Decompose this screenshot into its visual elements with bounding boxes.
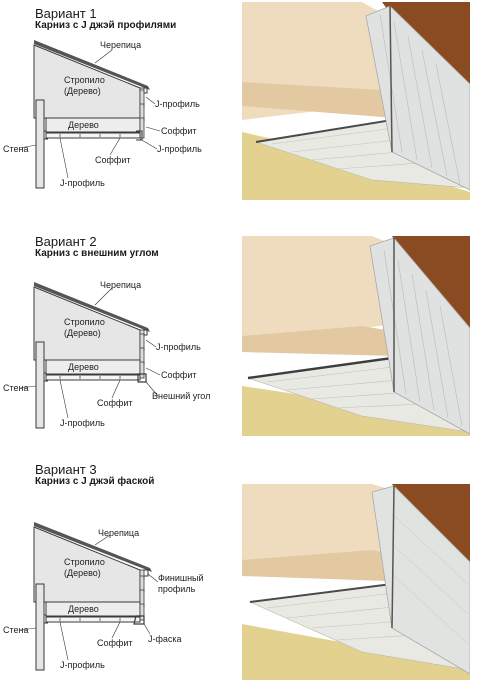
soffit-vertical xyxy=(140,89,145,121)
variant-subtitle: Карниз с внешним углом xyxy=(35,248,159,259)
j-profile-left xyxy=(43,614,48,624)
eave-photo xyxy=(242,236,470,436)
eave-diagram: Черепица Стропило (Дерево) Дерево Стена … xyxy=(3,280,210,429)
label-wall: Стена xyxy=(3,383,29,393)
soffit-panel xyxy=(45,132,141,139)
soffit-panel xyxy=(45,616,141,623)
label-soffit-right: Соффит xyxy=(161,370,196,380)
label-j-profile-right: J-профиль xyxy=(156,342,201,352)
label-j-profile-lower: J-профиль xyxy=(157,144,202,154)
soffit-vertical xyxy=(140,333,145,365)
wall xyxy=(35,341,45,429)
j-profile-corner xyxy=(136,130,143,141)
label-wall: Стена xyxy=(3,144,29,154)
label-wood: Дерево xyxy=(68,362,99,372)
eave-photo xyxy=(242,484,470,680)
label-roof: Черепица xyxy=(100,40,141,50)
variant-title: Вариант 3 xyxy=(35,462,97,477)
label-soffit-bottom: Соффит xyxy=(95,155,130,165)
label-roof: Черепица xyxy=(98,528,139,538)
label-wood: Дерево xyxy=(68,120,99,130)
j-profile-left xyxy=(43,130,48,140)
label-finish-profile: Финишный xyxy=(158,573,204,583)
label-rafter: Стропило xyxy=(64,75,105,85)
variant-title: Вариант 2 xyxy=(35,234,97,249)
label-j-profile-bottom: J-профиль xyxy=(60,178,105,188)
eave-diagram: Черепица Стропило (Дерево) Дерево Стена … xyxy=(3,40,202,189)
soffit-panel xyxy=(45,374,141,381)
j-profile-top xyxy=(144,329,148,336)
label-j-profile-bottom: J-профиль xyxy=(60,660,105,670)
label-rafter-material: (Дерево) xyxy=(64,328,101,338)
soffit-grooves xyxy=(59,134,121,137)
roof-tile xyxy=(34,282,150,332)
fascia-board xyxy=(139,329,145,379)
label-soffit-right: Соффит xyxy=(161,126,196,136)
variant-title: Вариант 1 xyxy=(35,6,97,21)
variant-subtitle: Карниз с J джэй профилями xyxy=(35,20,177,31)
wall xyxy=(35,99,45,189)
label-j-chamfer: J-фаска xyxy=(148,634,182,644)
label-wall: Стена xyxy=(3,625,29,635)
eave-diagram: Черепица Стропило (Дерево) Дерево Стена … xyxy=(3,522,204,671)
soffit-grooves xyxy=(59,376,121,379)
soffit-grooves xyxy=(59,618,121,621)
label-soffit-bottom: Соффит xyxy=(97,398,132,408)
roof-tile xyxy=(34,522,152,572)
label-j-profile-right: J-профиль xyxy=(155,99,200,109)
eave-photo xyxy=(242,2,470,200)
variant-3: Вариант 3 Карниз с J джэй фаской Черепиц… xyxy=(0,456,481,684)
label-finish-profile-2: профиль xyxy=(158,584,196,594)
variant-2: Вариант 2 Карниз с внешним углом Черепиц… xyxy=(0,228,481,456)
fascia-board xyxy=(139,569,145,621)
label-j-profile-bottom: J-профиль xyxy=(60,418,105,428)
label-rafter: Стропило xyxy=(64,317,105,327)
variant-1: Вариант 1 Карниз с J джэй профилями xyxy=(0,0,481,228)
finish-profile xyxy=(144,569,149,577)
j-profile-top xyxy=(144,87,148,94)
label-wood: Дерево xyxy=(68,604,99,614)
label-soffit-bottom: Соффит xyxy=(97,638,132,648)
label-roof: Черепица xyxy=(100,280,141,290)
variant-subtitle: Карниз с J джэй фаской xyxy=(35,476,155,487)
j-profile-left xyxy=(43,372,48,382)
label-rafter-material: (Дерево) xyxy=(64,568,101,578)
wall xyxy=(35,583,45,671)
label-outer-corner: Внешний угол xyxy=(152,391,210,401)
label-rafter-material: (Дерево) xyxy=(64,86,101,96)
roof-tile xyxy=(34,40,150,90)
label-rafter: Стропило xyxy=(64,557,105,567)
